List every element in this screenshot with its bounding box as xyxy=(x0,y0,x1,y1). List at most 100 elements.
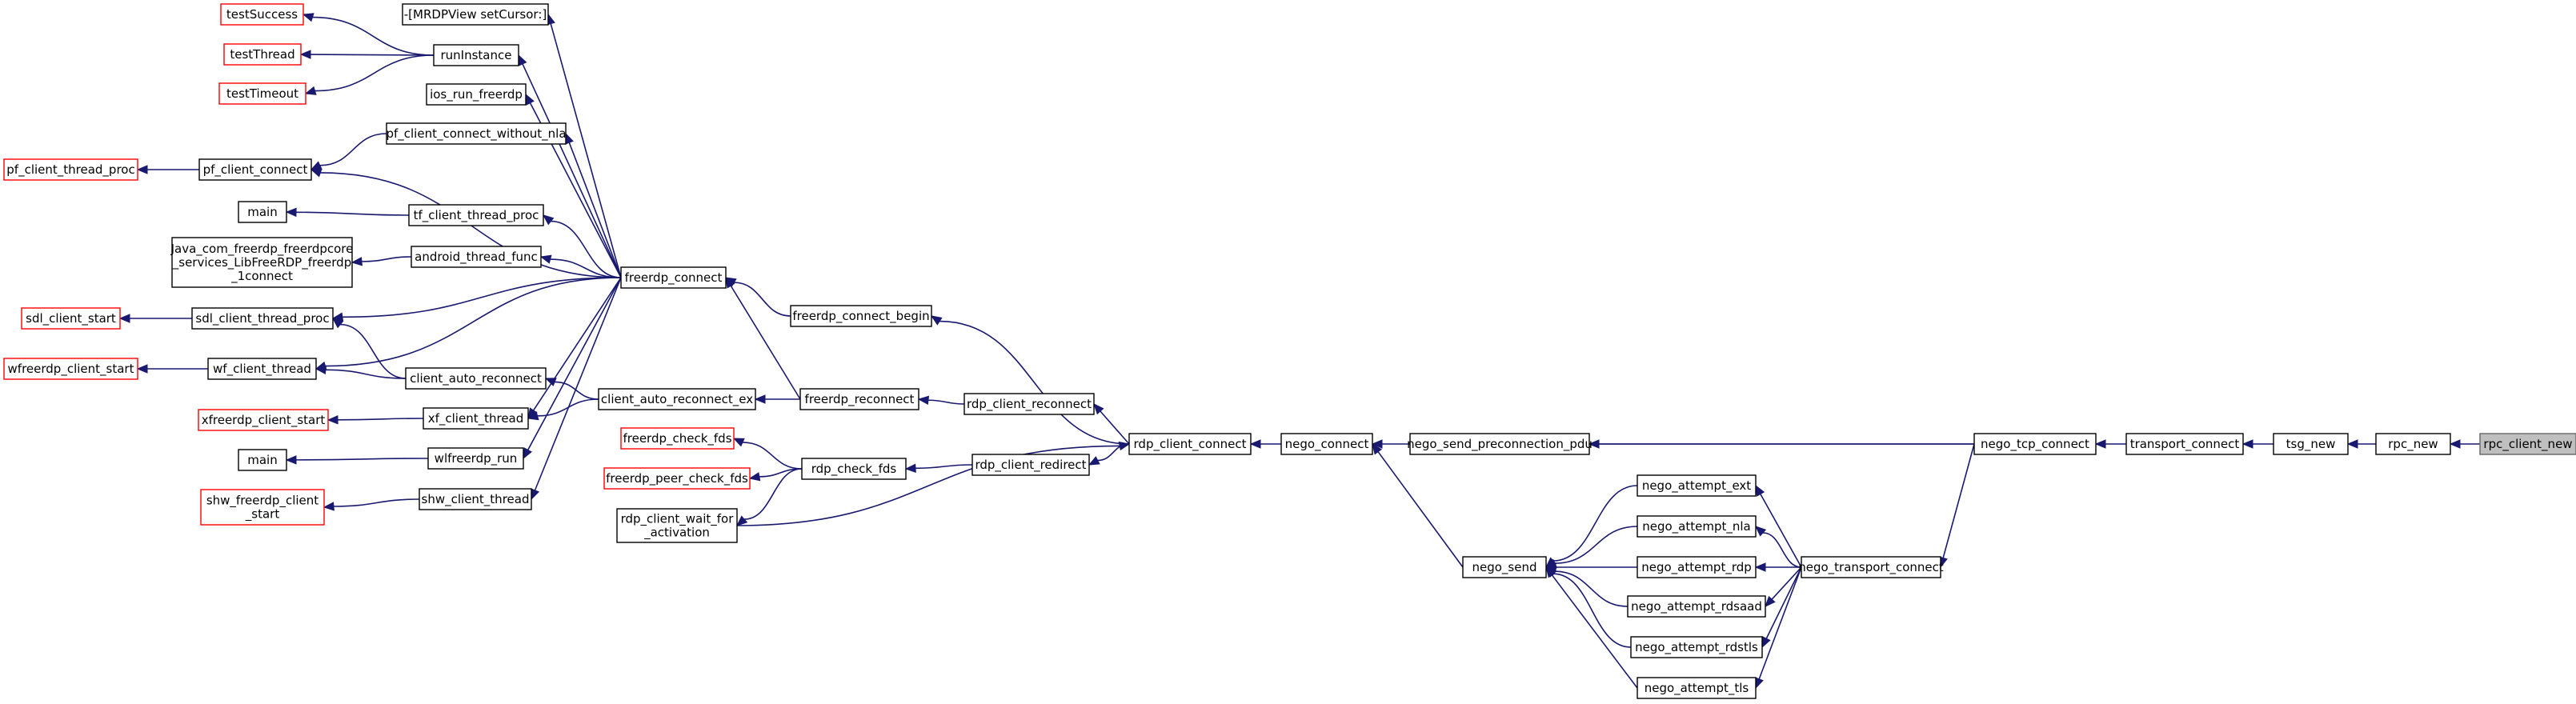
node-box xyxy=(620,427,735,450)
edge-freerdp_connect-to-freerdp_connect_begin xyxy=(724,277,791,317)
node-box xyxy=(598,388,756,410)
node-client-auto-reconnect-ex[interactable]: client_auto_reconnect_ex xyxy=(598,388,756,410)
node-box xyxy=(1637,474,1757,497)
node-freerdp-reconnect[interactable]: freerdp_reconnect xyxy=(799,388,919,410)
node-label: _services_LibFreeRDP_freerdp xyxy=(172,255,351,270)
node-box xyxy=(801,458,907,480)
edge-rdp_client_connect-to-rdp_client_wait_for_activation xyxy=(736,441,1131,526)
node-label: sdl_client_start xyxy=(26,311,116,326)
node-testThread[interactable]: testThread xyxy=(223,43,302,66)
node-box xyxy=(408,204,544,226)
arrowhead xyxy=(314,361,327,370)
edge-nego_send_preconnection_pdu-to-nego_tcp_connect xyxy=(1588,439,1974,449)
node-nego-attempt-rdp[interactable]: nego_attempt_rdp xyxy=(1637,556,1757,578)
node-nego-attempt-nla[interactable]: nego_attempt_nla xyxy=(1637,515,1757,538)
node-nego-attempt-rdsaad[interactable]: nego_attempt_rdsaad xyxy=(1627,595,1766,618)
node-box xyxy=(411,246,542,268)
node-nego-transport-connect[interactable]: nego_transport_connect xyxy=(1798,556,1944,578)
edge-line xyxy=(1552,573,1632,648)
node-ios-run-freerdp[interactable]: ios_run_freerdp xyxy=(426,83,527,106)
node-nego-connect[interactable]: nego_connect xyxy=(1280,433,1373,455)
node-label: client_auto_reconnect xyxy=(410,371,542,386)
node-rdp-client-redirect[interactable]: rdp_client_redirect xyxy=(972,454,1090,476)
node-client-auto-reconnect[interactable]: client_auto_reconnect xyxy=(405,367,547,390)
edge-line xyxy=(337,418,424,421)
node-wfreerdp-client-start[interactable]: wfreerdp_client_start xyxy=(3,358,138,380)
node-testTimeout[interactable]: testTimeout xyxy=(218,82,306,105)
node-rdp-check-fds[interactable]: rdp_check_fds xyxy=(801,458,907,480)
node-nego-tcp-connect[interactable]: nego_tcp_connect xyxy=(1973,433,2097,455)
node-transport-connect[interactable]: transport_connect xyxy=(2125,433,2244,455)
edge-client_auto_reconnect-to-client_auto_reconnect_ex xyxy=(544,378,599,400)
edge-sdl_client_start-to-sdl_client_thread_proc xyxy=(118,314,192,323)
edge-rdp_check_fds-to-rdp_client_redirect xyxy=(904,463,973,473)
node-nego-send-preconnection-pdu[interactable]: nego_send_preconnection_pdu xyxy=(1407,433,1592,455)
node-label: rdp_client_reconnect xyxy=(967,397,1092,412)
edge-android_thread_func-to-freerdp_connect xyxy=(539,254,622,278)
edge-nego_attempt_tls-to-nego_transport_connect xyxy=(1755,566,1802,690)
node-nego-attempt-ext[interactable]: nego_attempt_ext xyxy=(1637,474,1757,497)
edge-line xyxy=(1942,443,1975,558)
node-box xyxy=(200,489,325,526)
node-rpc-client-new[interactable]: rpc_client_new xyxy=(2479,433,2576,455)
node-android-thread-func[interactable]: android_thread_func xyxy=(411,246,542,268)
node-rdp-client-wait-for-activation[interactable]: rdp_client_wait_for_activation xyxy=(616,508,738,543)
node-main-tf[interactable]: main xyxy=(238,201,287,223)
node-java-connect[interactable]: Java_com_freerdp_freerdpcore_services_Li… xyxy=(170,237,354,288)
node-nego-attempt-rdstls[interactable]: nego_attempt_rdstls xyxy=(1630,636,1763,658)
node-tf-client-thread-proc[interactable]: tf_client_thread_proc xyxy=(408,204,544,226)
node-pf-client-thread-proc[interactable]: pf_client_thread_proc xyxy=(3,158,138,181)
edge-main_tf-to-tf_client_thread_proc xyxy=(285,207,410,218)
edge-line xyxy=(1760,494,1802,568)
node-label: nego_send_preconnection_pdu xyxy=(1407,437,1592,452)
node-rdp-client-connect[interactable]: rdp_client_connect xyxy=(1128,433,1252,455)
node-label: wlfreerdp_run xyxy=(435,451,518,466)
node-label: testSuccess xyxy=(226,7,298,22)
edge-line xyxy=(1554,570,1629,607)
node-rdp-client-reconnect[interactable]: rdp_client_reconnect xyxy=(963,393,1095,415)
arrowhead xyxy=(1088,456,1100,466)
arrowhead xyxy=(904,463,916,473)
node-runInstance[interactable]: runInstance xyxy=(433,44,519,66)
node-box xyxy=(1637,515,1757,538)
node-box xyxy=(1409,433,1590,455)
node-pf-client-connect[interactable]: pf_client_connect xyxy=(198,158,312,181)
node-pf-client-connect-without-nla[interactable]: pf_client_connect_without_nla xyxy=(386,122,567,145)
node-tsg-new[interactable]: tsg_new xyxy=(2273,433,2349,455)
edge-nego_attempt_nla-to-nego_transport_connect xyxy=(1755,526,1802,568)
node-freerdp-connect[interactable]: freerdp_connect xyxy=(620,266,727,289)
node-testSuccess[interactable]: testSuccess xyxy=(220,3,304,26)
node-shw-client-thread[interactable]: shw_client_thread xyxy=(419,488,532,510)
node-wf-client-thread[interactable]: wf_client_thread xyxy=(207,358,317,380)
edge-line xyxy=(915,464,973,470)
node-label: wf_client_thread xyxy=(213,362,311,377)
node-freerdp-check-fds[interactable]: freerdp_check_fds xyxy=(620,427,735,450)
node-xfreerdp-client-start[interactable]: xfreerdp_client_start xyxy=(198,409,329,431)
node-freerdp-connect-begin[interactable]: freerdp_connect_begin xyxy=(790,305,932,327)
node-label: main xyxy=(247,453,277,467)
node-main-wl[interactable]: main xyxy=(238,449,287,471)
node-sdl-client-thread-proc[interactable]: sdl_client_thread_proc xyxy=(191,307,334,330)
edge-line xyxy=(342,277,622,318)
node-nego-attempt-tls[interactable]: nego_attempt_tls xyxy=(1637,677,1757,699)
node-xf-client-thread[interactable]: xf_client_thread xyxy=(423,407,529,430)
node-label: nego_transport_connect xyxy=(1798,560,1944,575)
node-freerdp-peer-check-fds[interactable]: freerdp_peer_check_fds xyxy=(603,467,751,490)
node-sdl-client-start[interactable]: sdl_client_start xyxy=(21,307,121,330)
node-label: freerdp_connect xyxy=(625,270,723,286)
arrowhead xyxy=(304,86,317,95)
node-nego-send[interactable]: nego_send xyxy=(1462,556,1547,578)
edge-pf_client_thread_proc-to-pf_client_connect xyxy=(136,165,199,174)
arrowhead xyxy=(118,314,130,323)
node-label: rdp_check_fds xyxy=(811,462,897,477)
node-box xyxy=(790,305,932,327)
node-label: rdp_client_wait_for xyxy=(621,512,735,527)
node-wlfreerdp-run[interactable]: wlfreerdp_run xyxy=(427,447,524,470)
node-shw-freerdp-client-start[interactable]: shw_freerdp_client_start xyxy=(200,489,325,526)
edge-client_auto_reconnect_ex-to-freerdp_reconnect xyxy=(754,394,800,404)
node-label: rpc_new xyxy=(2388,437,2438,452)
edge-line xyxy=(312,16,435,56)
arrowhead xyxy=(527,407,538,420)
node-mrdpview-setcursor[interactable]: -[MRDPView setCursor:] xyxy=(402,3,549,26)
node-rpc-new[interactable]: rpc_new xyxy=(2375,433,2451,455)
